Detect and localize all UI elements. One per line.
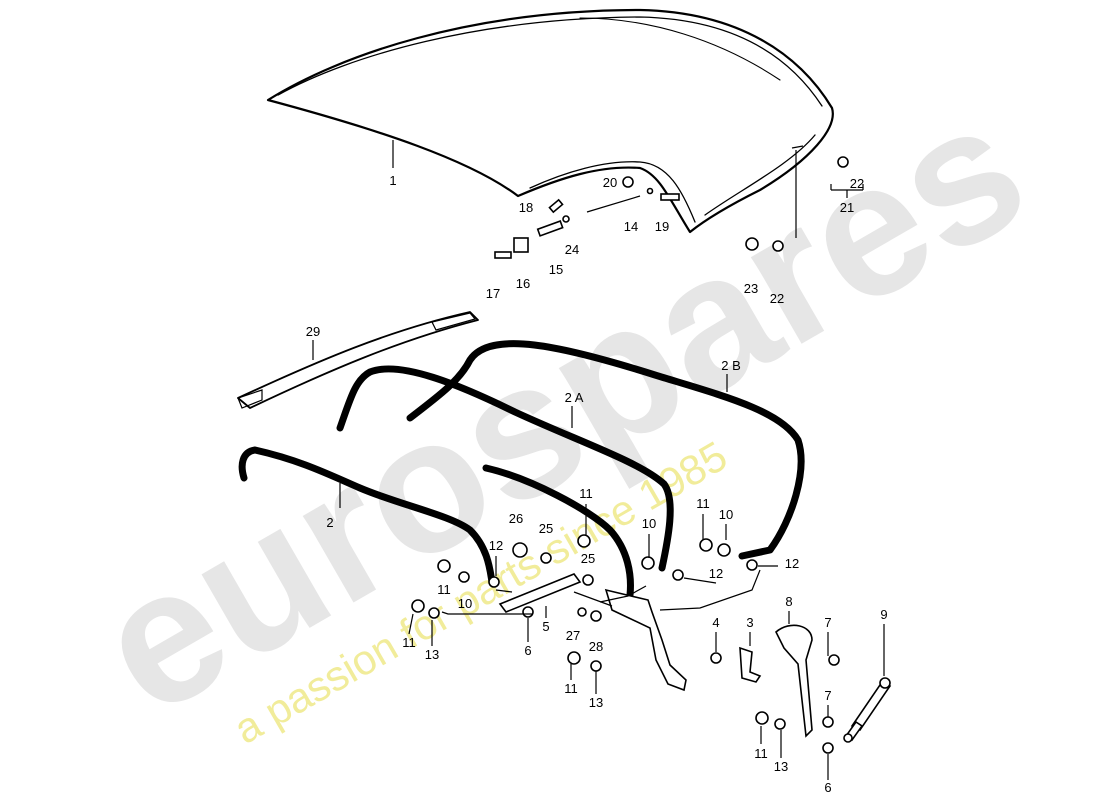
fasteners	[411, 156, 849, 754]
callout-25-b: 25	[581, 551, 595, 566]
roof-bow-2a	[336, 365, 674, 572]
callout-19: 19	[655, 219, 669, 234]
hardtop-shell	[266, 8, 834, 234]
callout-7-a: 7	[824, 615, 831, 630]
callout-16: 16	[516, 276, 530, 291]
callout-9: 9	[880, 607, 887, 622]
callout-14: 14	[624, 219, 638, 234]
callout-15: 15	[549, 262, 563, 277]
watermark: eurospares a passion for parts since 198…	[65, 60, 1058, 756]
leader-lines	[312, 140, 864, 615]
callout-2: 2	[326, 515, 333, 530]
callout-11-a: 11	[579, 486, 593, 501]
callout-3: 3	[746, 615, 753, 630]
callout-20: 20	[603, 175, 617, 190]
callout-10-a: 10	[719, 507, 733, 522]
callout-28: 28	[589, 639, 603, 654]
callout-6-b: 6	[824, 780, 831, 795]
callout-4: 4	[712, 615, 719, 630]
callout-2b: 2 B	[721, 358, 741, 373]
callout-23: 23	[744, 281, 758, 296]
callout-1: 1	[389, 173, 396, 188]
callout-21: 21	[840, 200, 854, 215]
seal-strip	[237, 311, 479, 409]
callout-22-top: 22	[850, 176, 864, 191]
callout-27: 27	[566, 628, 580, 643]
roof-bow-2b	[406, 340, 805, 560]
callout-17: 17	[486, 286, 500, 301]
callout-29: 29	[306, 324, 320, 339]
roof-bow-middle	[482, 464, 634, 599]
callout-12-c: 12	[785, 556, 799, 571]
callout-25-a: 25	[539, 521, 553, 536]
callout-labels: 1 20 22 21 18 14 19 24 15 16 17 23 22 29…	[306, 173, 888, 795]
callout-11-d: 11	[402, 635, 416, 650]
callout-13-b: 13	[589, 695, 603, 710]
callout-12-a: 12	[489, 538, 503, 553]
callout-6-a: 6	[524, 643, 531, 658]
callout-11-c: 11	[437, 582, 451, 597]
watermark-brand: eurospares	[65, 60, 1058, 756]
callout-10-c: 10	[458, 596, 472, 611]
roof-bow-2	[238, 446, 496, 586]
callout-13-c: 13	[774, 759, 788, 774]
callout-12-b: 12	[709, 566, 723, 581]
callout-7-b: 7	[824, 688, 831, 703]
callout-24: 24	[565, 242, 579, 257]
callout-11-e: 11	[564, 681, 578, 696]
linkage-parts	[498, 573, 892, 743]
callout-18: 18	[519, 200, 533, 215]
callout-5: 5	[542, 619, 549, 634]
label-ticks	[408, 504, 885, 780]
callout-13-a: 13	[425, 647, 439, 662]
callout-11-f: 11	[754, 746, 768, 761]
callout-10-b: 10	[642, 516, 656, 531]
callout-22-bottom: 22	[770, 291, 784, 306]
callout-11-b: 11	[696, 496, 710, 511]
callout-2a: 2 A	[565, 390, 584, 405]
callout-26: 26	[509, 511, 523, 526]
callout-8: 8	[785, 594, 792, 609]
